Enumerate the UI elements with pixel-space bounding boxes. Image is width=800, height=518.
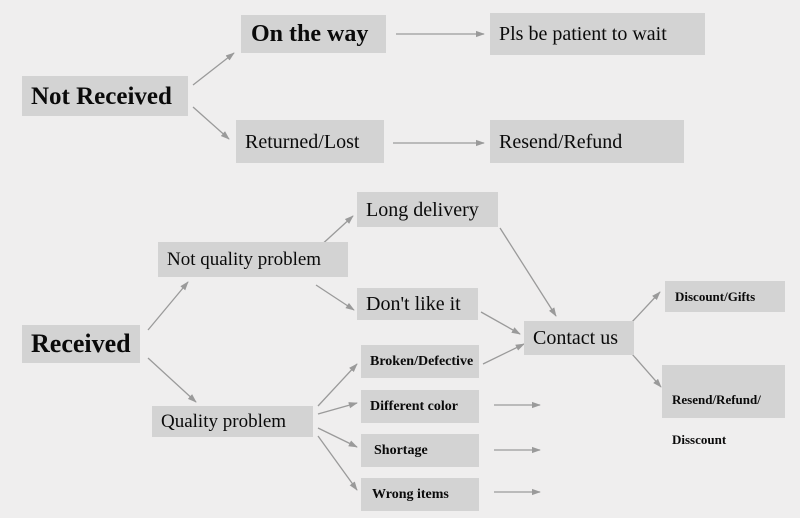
node-discount-gifts[interactable]: Discount/Gifts — [665, 281, 785, 312]
node-label: On the way — [251, 21, 369, 47]
edge-quality-problem-to-different-color — [317, 402, 358, 415]
edge-long-delivery-to-contact-us — [499, 227, 557, 317]
node-received[interactable]: Received — [22, 325, 140, 363]
node-resend-refund-disscount[interactable]: Resend/Refund/ Disscount — [662, 365, 785, 447]
edge-broken-defective-to-contact-us — [482, 343, 525, 365]
node-long-delivery[interactable]: Long delivery — [357, 192, 498, 227]
edge-received-to-quality-problem — [147, 357, 197, 403]
edge-not-quality-problem-to-dont-like-it — [315, 284, 355, 311]
edge-contact-us-to-resend-refund-disscount — [631, 353, 662, 388]
node-label: Different color — [370, 398, 458, 414]
edge-not-received-to-returned-lost — [192, 106, 230, 140]
node-label: Don't like it — [366, 293, 461, 315]
node-label: Broken/Defective — [370, 353, 474, 369]
edge-quality-problem-to-broken-defective — [317, 363, 358, 407]
edge-received-to-not-quality-problem — [147, 281, 189, 331]
node-quality-problem[interactable]: Quality problem — [152, 406, 313, 437]
node-shortage[interactable]: Shortage — [361, 434, 479, 467]
node-label: Shortage — [374, 442, 428, 458]
node-label: Quality problem — [161, 411, 287, 432]
node-not-received[interactable]: Not Received — [22, 76, 188, 116]
node-label: Not quality problem — [167, 249, 322, 270]
node-label: Wrong items — [372, 486, 449, 502]
node-not-quality-problem[interactable]: Not quality problem — [158, 242, 348, 277]
edge-not-received-to-on-the-way — [192, 52, 235, 86]
node-resend-refund[interactable]: Resend/Refund — [490, 120, 684, 163]
node-returned-lost[interactable]: Returned/Lost — [236, 120, 384, 163]
edge-dont-like-it-to-contact-us — [480, 311, 521, 335]
node-on-the-way[interactable]: On the way — [241, 15, 386, 53]
edge-contact-us-to-discount-gifts — [631, 291, 661, 323]
edge-quality-problem-to-wrong-items — [317, 435, 358, 491]
node-label: Not Received — [31, 82, 172, 110]
node-label: Contact us — [533, 327, 618, 349]
node-broken-defective[interactable]: Broken/Defective — [361, 345, 479, 378]
node-label-line-1: Resend/Refund/ — [672, 392, 761, 408]
node-label: Returned/Lost — [245, 130, 360, 153]
node-contact-us[interactable]: Contact us — [524, 321, 634, 355]
node-label: Discount/Gifts — [675, 289, 756, 304]
node-label: Pls be patient to wait — [499, 23, 667, 45]
node-label-line-2: Disscount — [672, 432, 727, 448]
node-wrong-items[interactable]: Wrong items — [361, 478, 479, 511]
node-label: Received — [31, 329, 131, 358]
node-pls-be-patient-to-wait[interactable]: Pls be patient to wait — [490, 13, 705, 55]
edge-quality-problem-to-shortage — [317, 427, 358, 448]
node-different-color[interactable]: Different color — [361, 390, 479, 423]
node-dont-like-it[interactable]: Don't like it — [357, 288, 478, 320]
node-label: Long delivery — [366, 198, 479, 221]
node-label: Resend/Refund — [499, 130, 623, 153]
